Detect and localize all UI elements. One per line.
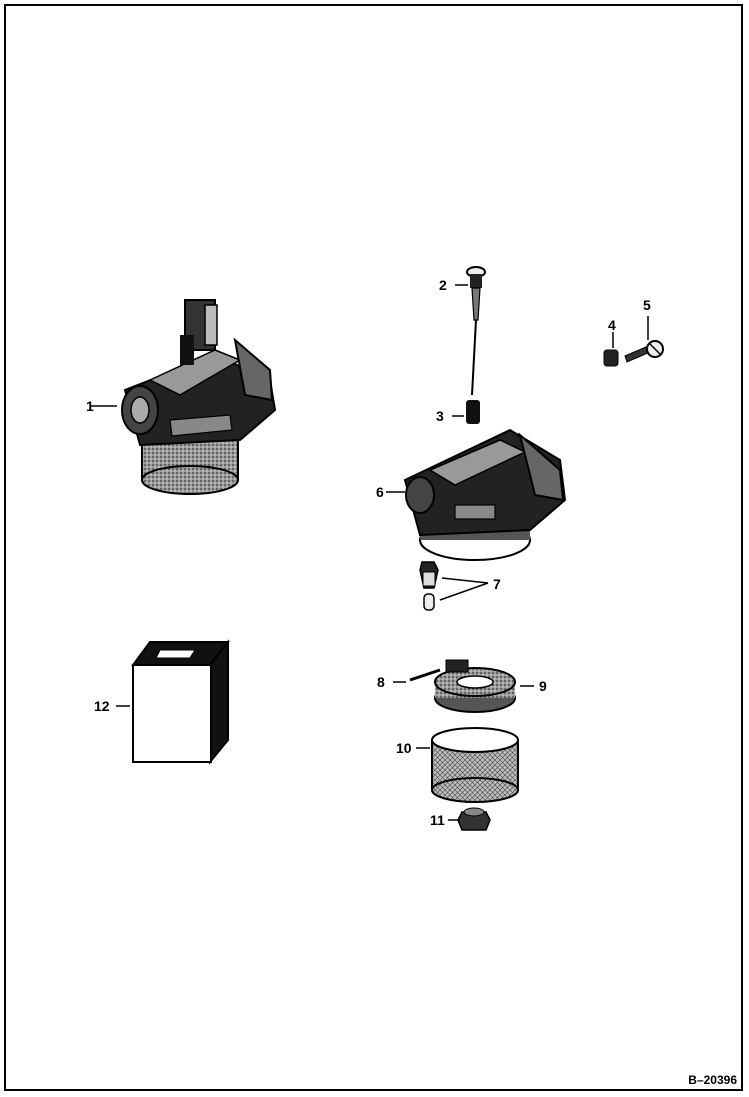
callout-label-2: 2 [439,277,447,293]
plug-part-4 [603,332,619,367]
float-valve-part-7 [419,561,489,611]
callout-label-7: 7 [493,576,501,592]
callout-label-4: 4 [608,317,616,333]
carburetor-body-part-6 [386,428,567,561]
carburetor-assembly-part-1 [90,299,277,495]
float-part-9 [434,659,534,713]
callout-label-10: 10 [396,740,412,756]
callout-label-9: 9 [539,678,547,694]
callout-label-12: 12 [94,698,110,714]
bowl-nut-part-11 [448,807,491,831]
callout-label-3: 3 [436,408,444,424]
callout-label-5: 5 [643,297,651,313]
callout-label-11: 11 [430,812,445,828]
callout-label-6: 6 [376,484,384,500]
figure-frame [4,4,743,1091]
pin-part-8 [393,668,441,683]
spring-part-3 [452,400,480,424]
leader-line-7b [439,582,489,601]
callout-label-8: 8 [377,674,385,690]
leader-line-7a [441,577,489,584]
figure-reference-number: B–20396 [688,1073,737,1087]
callout-label-1: 1 [86,398,94,414]
needle-screw-part-2 [455,266,486,396]
kit-package-part-12 [116,639,230,765]
float-bowl-part-10 [416,727,519,803]
screw-part-5 [624,316,664,363]
